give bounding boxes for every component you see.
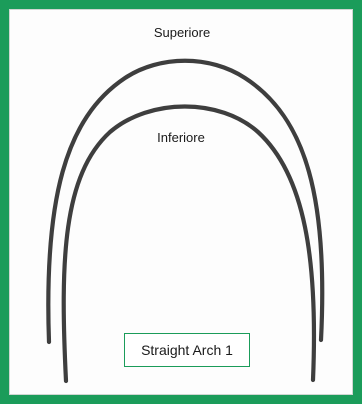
lower-arch-wire xyxy=(61,104,317,384)
diagram-panel xyxy=(9,9,353,395)
caption-text: Straight Arch 1 xyxy=(141,342,233,358)
lower-arch-label: Inferiore xyxy=(157,130,205,145)
upper-arch-label: Superiore xyxy=(153,25,211,40)
caption-box: Straight Arch 1 xyxy=(124,333,250,367)
upper-arch-wire xyxy=(46,58,325,345)
